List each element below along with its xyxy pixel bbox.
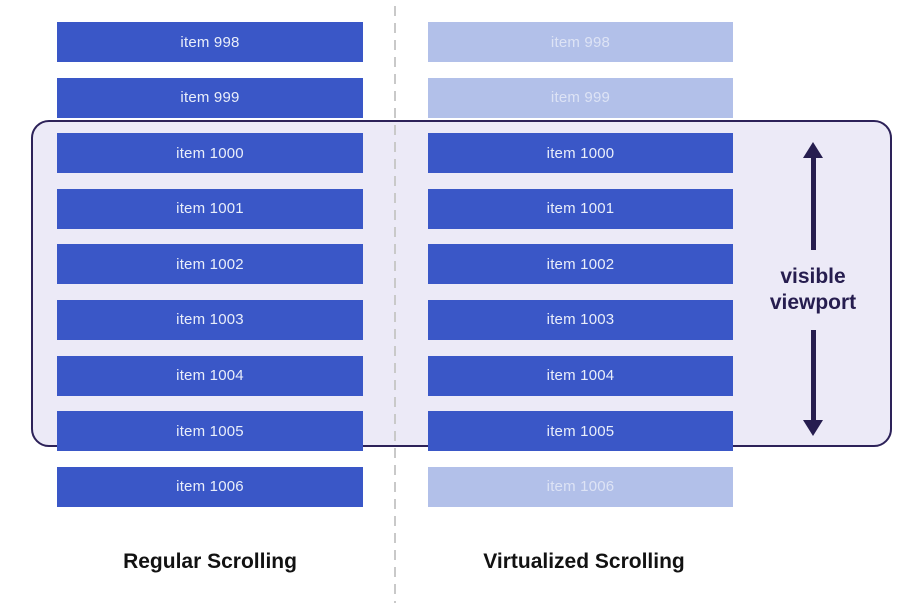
viewport-extent-arrow-top: [803, 142, 823, 250]
regular-scrolling-list: item 998 item 999 item 1000 item 1001 item 1…: [57, 22, 363, 507]
visible-viewport-label-line2: viewport: [769, 291, 857, 314]
arrow-down-icon: [803, 420, 823, 436]
list-item: item 1003: [57, 299, 363, 340]
list-item: item 1001: [57, 188, 363, 229]
list-item: item 1000: [57, 133, 363, 174]
column-divider: [394, 6, 396, 603]
list-item: item 999: [57, 77, 363, 118]
list-item: item 1004: [57, 355, 363, 396]
visible-viewport-label: visible viewport: [753, 264, 873, 316]
visible-viewport-label-line1: visible: [780, 265, 846, 288]
list-item: item 1006: [428, 466, 733, 507]
list-item: item 1001: [428, 188, 733, 229]
arrow-shaft: [810, 330, 816, 420]
list-item: item 1002: [428, 244, 733, 285]
list-item: item 1004: [428, 355, 733, 396]
list-item: item 998: [428, 22, 733, 62]
list-item: item 1003: [428, 299, 733, 340]
list-item: item 1002: [57, 244, 363, 285]
list-item: item 998: [57, 22, 363, 62]
list-item: item 1005: [57, 411, 363, 452]
list-item: item 1006: [57, 466, 363, 507]
regular-scrolling-caption: Regular Scrolling: [123, 550, 297, 573]
list-item: item 1005: [428, 411, 733, 452]
virtualized-scrolling-caption: Virtualized Scrolling: [483, 550, 685, 573]
list-item: item 999: [428, 77, 733, 118]
arrow-shaft: [810, 158, 816, 250]
arrow-up-icon: [803, 142, 823, 158]
virtualized-scrolling-list: item 998 item 999 item 1000 item 1001 item 1…: [428, 22, 733, 507]
list-item: item 1000: [428, 133, 733, 174]
viewport-extent-arrow-bottom: [803, 330, 823, 436]
